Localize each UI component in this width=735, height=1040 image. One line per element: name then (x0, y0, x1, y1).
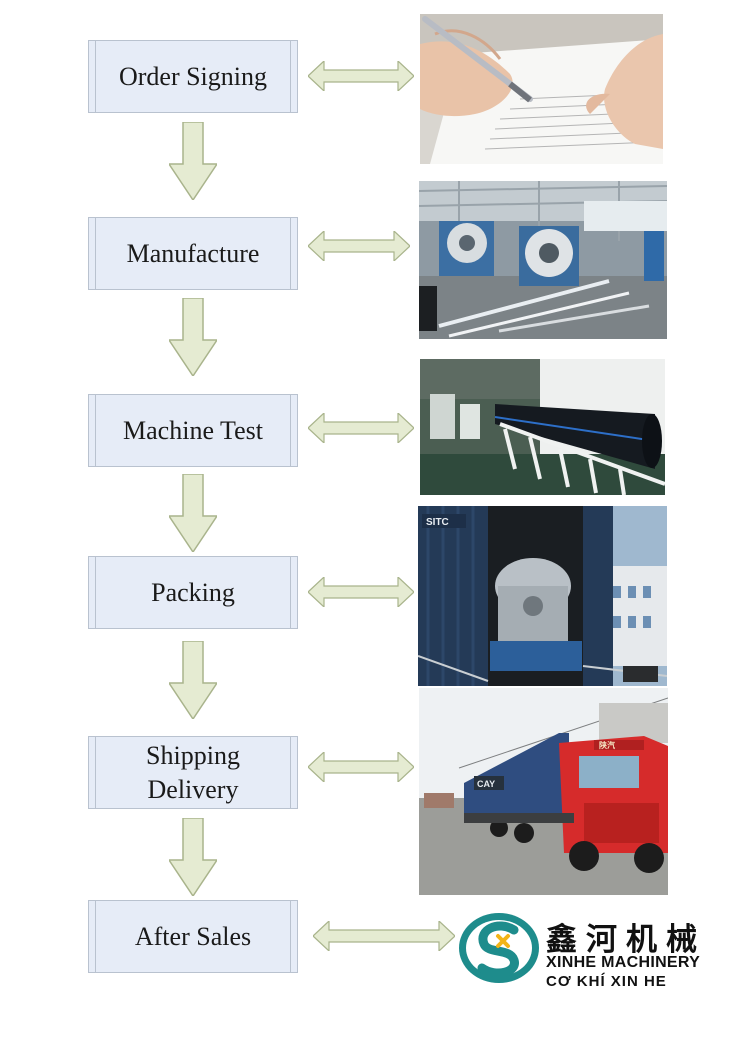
svg-text:SITC: SITC (426, 517, 449, 528)
logo-name-en: XINHE MACHINERY (546, 954, 701, 971)
step-manufacture: Manufacture (88, 217, 298, 290)
step-order-signing: Order Signing (88, 40, 298, 113)
double-arrow-icon (308, 413, 414, 443)
down-arrow-icon (169, 122, 217, 200)
photo-machine-test (420, 359, 665, 495)
double-arrow-icon (308, 577, 414, 607)
step-label: Shipping Delivery (146, 740, 240, 804)
down-arrow-icon (169, 818, 217, 896)
step-shipping-delivery: Shipping Delivery (88, 736, 298, 809)
step-after-sales: After Sales (88, 900, 298, 973)
step-label: Machine Test (123, 415, 263, 445)
svg-text:CAY: CAY (477, 779, 495, 789)
photo-packing: SITC (418, 506, 667, 686)
step-label: Manufacture (126, 238, 260, 268)
photo-shipping-delivery: CAY 陕汽 (419, 688, 668, 895)
step-packing: Packing (88, 556, 298, 629)
down-arrow-icon (169, 641, 217, 719)
step-label: After Sales (134, 921, 252, 951)
double-arrow-icon (308, 231, 410, 261)
down-arrow-icon (169, 298, 217, 376)
down-arrow-icon (169, 474, 217, 552)
double-arrow-icon (308, 752, 414, 782)
photo-manufacture (419, 181, 667, 339)
photo-order-signing (420, 14, 663, 164)
step-label: Packing (151, 577, 235, 607)
double-arrow-icon (308, 61, 414, 91)
company-logo: 鑫河机械 XINHE MACHINERY CƠ KHÍ XIN HE (458, 906, 718, 996)
step-label: Order Signing (118, 61, 268, 91)
step-machine-test: Machine Test (88, 394, 298, 467)
double-arrow-icon (313, 921, 455, 951)
logo-emblem-icon (459, 913, 539, 983)
logo-name-cn: 鑫河机械 (546, 922, 706, 958)
svg-text:陕汽: 陕汽 (599, 740, 615, 750)
logo-name-vn: CƠ KHÍ XIN HE (546, 973, 667, 990)
